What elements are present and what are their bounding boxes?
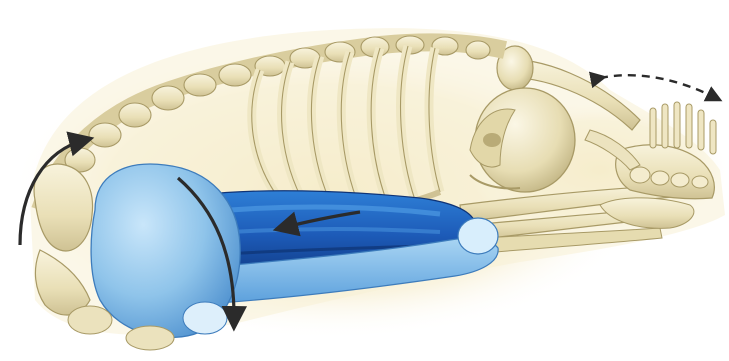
gluteal-muscle bbox=[91, 164, 240, 337]
